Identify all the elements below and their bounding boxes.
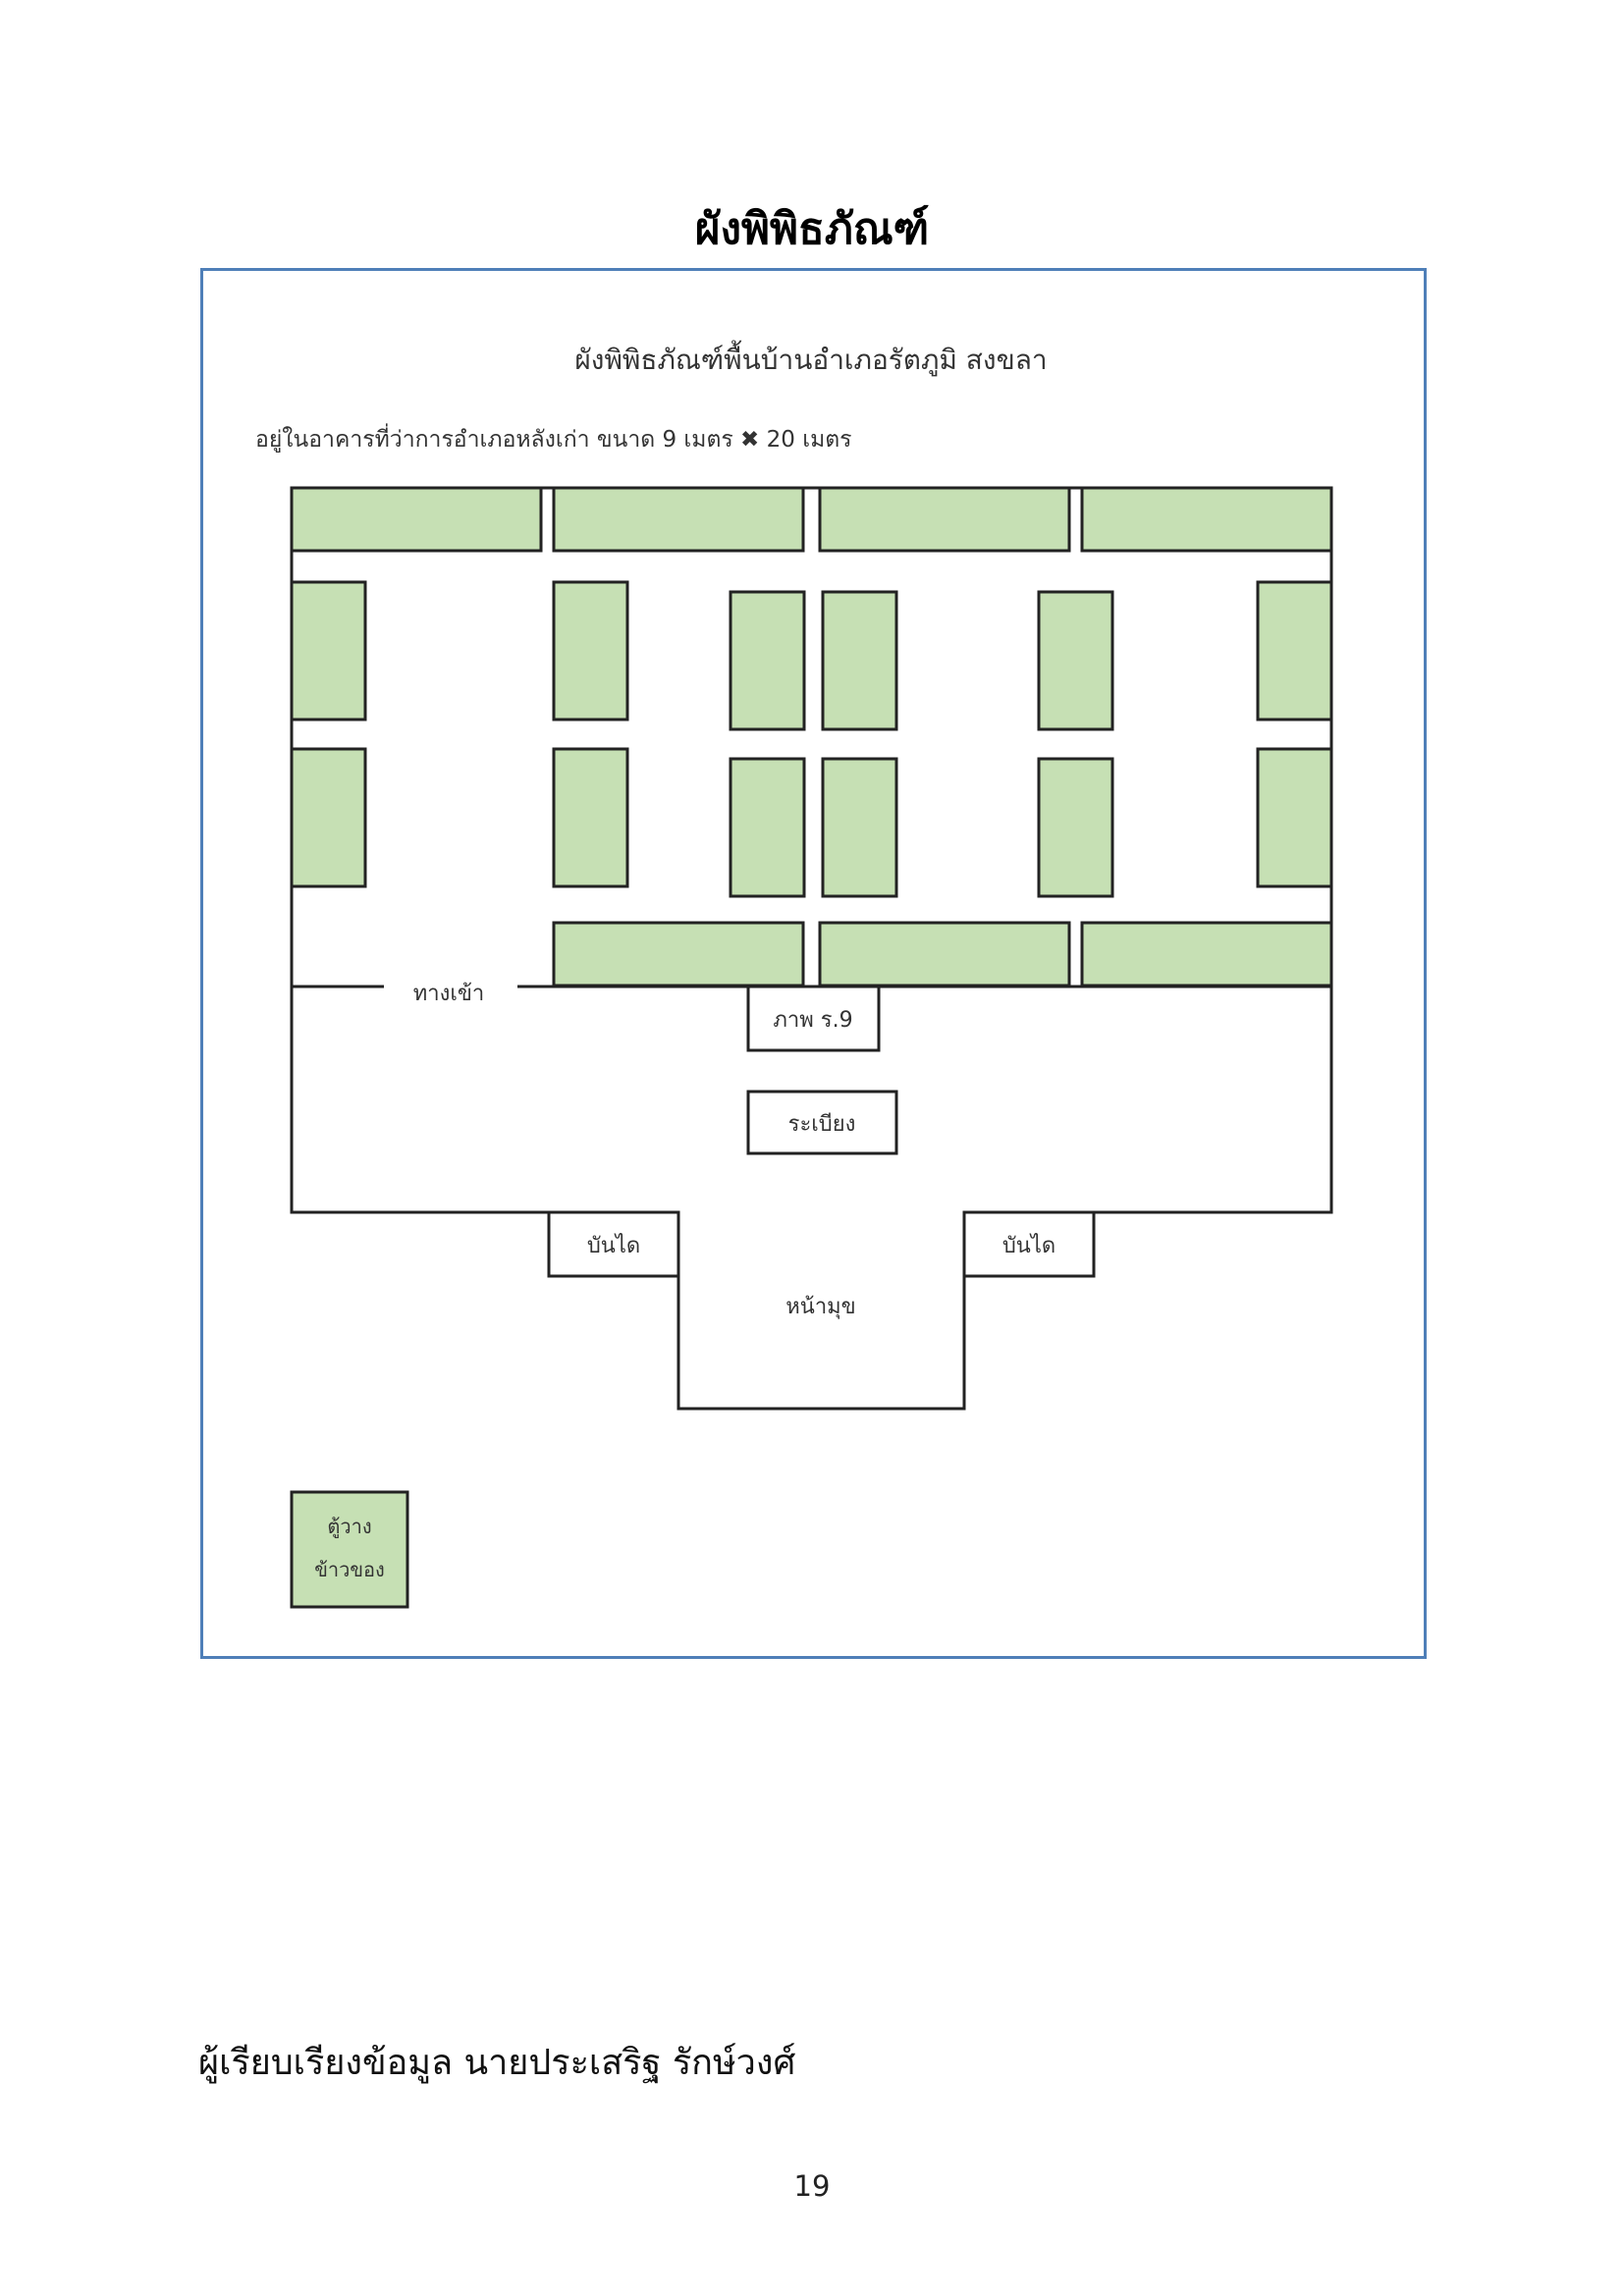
- cabinet-lower-6: [1256, 747, 1333, 888]
- exhibition-room-wall: [290, 486, 1333, 987]
- plan-subheading: อยู่ในอาคารที่ว่าการอำเภอหลังเก่า ขนาด 9…: [255, 423, 852, 453]
- page-title: ผังพิพิธภัณฑ์: [694, 204, 930, 254]
- entrance-label: ทางเข้า: [413, 982, 485, 1006]
- display-cabinets: [290, 486, 1333, 988]
- cabinet-lower-1: [290, 747, 367, 888]
- portrait-box: [746, 985, 881, 1052]
- cabinet-top-3: [818, 486, 1071, 553]
- cabinet-bottom-3: [1080, 921, 1333, 988]
- cabinet-lower-2: [552, 747, 629, 888]
- cabinet-bottom-2: [818, 921, 1071, 988]
- stairs-left-label: บันได: [587, 1233, 640, 1258]
- cabinet-lower-5: [1037, 757, 1114, 898]
- veranda-box: [746, 1090, 898, 1155]
- cabinet-lower-4: [821, 757, 898, 898]
- cabinet-top-4: [1080, 486, 1333, 553]
- cabinet-top-1: [290, 486, 543, 553]
- porch-label: หน้ามุข: [785, 1295, 855, 1319]
- floor-plan-frame: [200, 268, 1427, 1659]
- plan-heading: ผังพิพิธภัณฑ์พื้นบ้านอำเภอรัตภูมิ สงขลา: [574, 340, 1047, 377]
- cabinet-upper-3: [729, 590, 806, 731]
- cabinet-upper-2: [552, 580, 629, 721]
- labeled-boxes: [547, 985, 1096, 1278]
- portrait-label: ภาพ ร.9: [773, 1008, 852, 1033]
- veranda-label: ระเบียง: [788, 1112, 856, 1137]
- diagram-labels: ผังพิพิธภัณฑ์พื้นบ้านอำเภอรัตภูมิ สงขลา …: [255, 340, 1056, 1581]
- stairs-left-box: [547, 1210, 680, 1278]
- legend-cabinet-swatch: [290, 1490, 409, 1609]
- cabinet-upper-4: [821, 590, 898, 731]
- cabinet-upper-6: [1256, 580, 1333, 721]
- page-number: 19: [793, 2169, 831, 2203]
- stairs-right-box: [962, 1210, 1096, 1278]
- cabinet-bottom-1: [552, 921, 805, 988]
- cabinet-upper-5: [1037, 590, 1114, 731]
- stairs-right-label: บันได: [1002, 1233, 1056, 1258]
- legend-label-line2: ข้าวของ: [314, 1558, 385, 1581]
- legend-label-line1: ตู้วาง: [327, 1515, 371, 1539]
- cabinet-top-2: [552, 486, 805, 553]
- cabinet-lower-3: [729, 757, 806, 898]
- cabinet-upper-1: [290, 580, 367, 721]
- author-credit: ผู้เรียบเรียงข้อมูล นายประเสริฐ รักษ์วงศ…: [198, 2043, 796, 2083]
